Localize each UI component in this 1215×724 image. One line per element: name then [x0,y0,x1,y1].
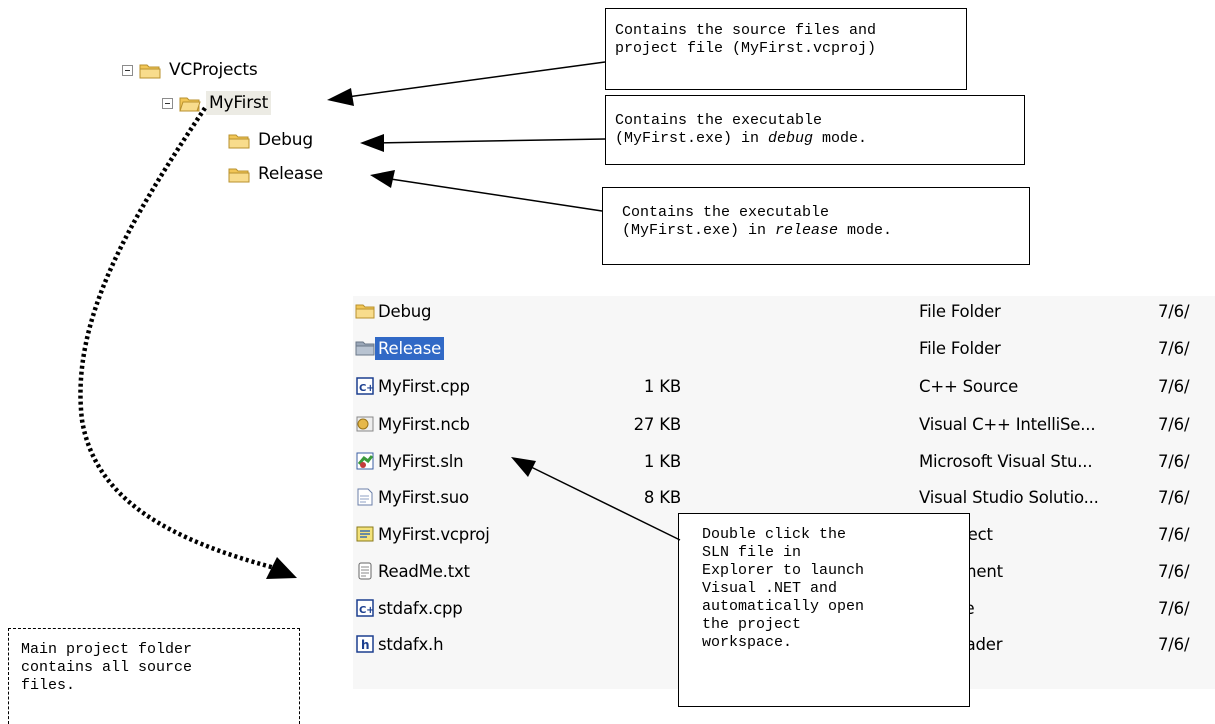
folder-open-icon [179,97,201,111]
tree-item-debug[interactable]: Debug [228,127,316,153]
cpp-file-icon: C+ [356,599,375,617]
file-row[interactable]: MyFirst.suo 8 KB Visual Studio Solutio..… [353,482,1215,513]
callout-release-text: Contains the executable (MyFirst.exe) in [622,204,830,239]
file-type: C++ Source [919,377,1019,396]
collapse-icon[interactable] [122,64,133,76]
folder-icon [355,341,375,356]
header-file-icon: h [356,635,374,653]
callout-debug: Contains the executable (MyFirst.exe) in… [605,95,1025,165]
vcproj-file-icon [356,526,374,542]
file-row[interactable]: MyFirst.ncb 27 KB Visual C++ IntelliSe..… [353,409,1215,440]
file-date: 7/6/ [1158,525,1190,544]
arrow-debug [360,134,606,152]
file-size: 27 KB [633,415,682,434]
suo-file-icon [357,488,373,506]
sln-file-icon [356,452,374,470]
file-date: 7/6/ [1158,377,1190,396]
svg-text:C+: C+ [359,383,374,394]
callout-project-folder: Contains the source files and project fi… [605,8,967,90]
folder-icon [228,168,250,182]
file-date: 7/6/ [1158,415,1190,434]
file-type: File Folder [919,302,1001,321]
arrow-release [370,170,603,212]
folder-icon [228,134,250,148]
file-type: Microsoft Visual Stu... [919,452,1093,471]
file-row[interactable]: C+ MyFirst.cpp 1 KB C++ Source 7/6/ [353,371,1215,402]
tree-label-project[interactable]: MyFirst [206,91,272,115]
file-size: 1 KB [643,452,681,471]
tree-label-release[interactable]: Release [258,164,324,184]
ncb-file-icon [356,416,374,432]
file-size: 8 KB [643,488,681,507]
tree-item-myfirst[interactable]: MyFirst [162,90,272,116]
callout-debug-suffix: mode. [813,130,868,147]
callout-release-mode: release [775,222,839,239]
file-name[interactable]: stdafx.h [378,635,444,654]
file-name[interactable]: MyFirst.suo [378,488,469,507]
file-row[interactable]: Release File Folder 7/6/ [353,333,1215,364]
file-date: 7/6/ [1158,488,1190,507]
callout-debug-mode: debug [768,130,814,147]
file-date: 7/6/ [1158,599,1190,618]
file-name[interactable]: ReadMe.txt [378,562,470,581]
folder-open-icon [139,64,161,78]
svg-text:h: h [361,638,369,652]
tree-label-debug[interactable]: Debug [258,130,313,150]
tree-label-root[interactable]: VCProjects [169,60,258,80]
file-row[interactable]: MyFirst.sln 1 KB Microsoft Visual Stu...… [353,446,1215,477]
file-name[interactable]: MyFirst.sln [378,452,464,471]
callout-release: Contains the executable (MyFirst.exe) in… [602,187,1030,265]
callout-sln: Double click the SLN file in Explorer to… [678,513,970,707]
file-date: 7/6/ [1158,562,1190,581]
file-size: 1 KB [643,377,681,396]
file-date: 7/6/ [1158,452,1190,471]
cpp-file-icon: C+ [356,377,375,395]
arrow-sln [511,457,681,541]
folder-icon [355,304,375,319]
callout-main-folder: Main project folder contains all source … [8,628,300,724]
file-type: File Folder [919,339,1001,358]
callout-release-suffix: mode. [838,222,893,239]
file-date: 7/6/ [1158,635,1190,654]
dotted-curve-arrow [78,106,297,579]
file-row[interactable]: Debug File Folder 7/6/ [353,296,1215,327]
file-type: Visual Studio Solutio... [919,488,1099,507]
file-name[interactable]: Release [375,337,445,360]
file-date: 7/6/ [1158,302,1190,321]
tree-item-vcprojects[interactable]: VCProjects [122,57,261,83]
text-file-icon [358,562,372,580]
file-type: Visual C++ IntelliSe... [919,415,1096,434]
file-date: 7/6/ [1158,339,1190,358]
file-name[interactable]: stdafx.cpp [378,599,463,618]
tree-item-release[interactable]: Release [228,161,326,187]
arrow-project [327,61,606,106]
file-name[interactable]: MyFirst.cpp [378,377,470,396]
svg-text:C+: C+ [359,605,374,616]
collapse-icon[interactable] [162,97,173,109]
file-name[interactable]: MyFirst.vcproj [378,525,490,544]
callout-debug-text: Contains the executable (MyFirst.exe) in [615,112,823,147]
file-name[interactable]: Debug [378,302,432,321]
file-name[interactable]: MyFirst.ncb [378,415,470,434]
